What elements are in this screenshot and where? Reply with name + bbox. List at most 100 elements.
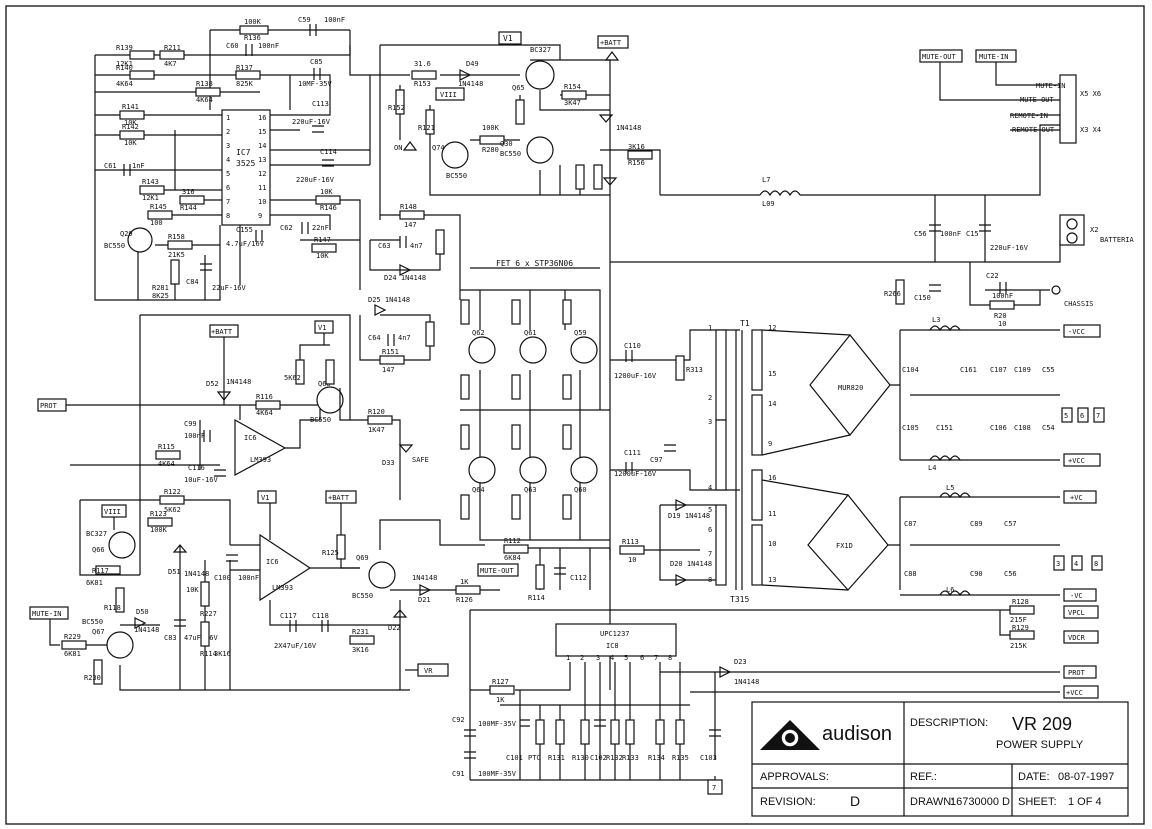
net-vr: VR bbox=[424, 667, 433, 675]
svg-text:C118: C118 bbox=[312, 612, 329, 620]
svg-text:R313: R313 bbox=[686, 366, 703, 374]
svg-text:1: 1 bbox=[566, 654, 570, 662]
svg-text:3: 3 bbox=[596, 654, 600, 662]
svg-text:C15: C15 bbox=[966, 230, 979, 238]
svg-text:Q61: Q61 bbox=[524, 329, 537, 337]
svg-text:R229: R229 bbox=[64, 633, 81, 641]
svg-text:C99: C99 bbox=[184, 420, 197, 428]
svg-text:D24 1N4148: D24 1N4148 bbox=[384, 274, 426, 282]
svg-text:Q74: Q74 bbox=[432, 144, 445, 152]
svg-text:C150: C150 bbox=[914, 294, 931, 302]
ref-label: REF.: bbox=[910, 771, 937, 783]
ic8-part: UPC1237 bbox=[600, 630, 630, 638]
svg-text:2: 2 bbox=[226, 128, 230, 136]
svg-text:Q29: Q29 bbox=[120, 230, 133, 238]
svg-text:3K47: 3K47 bbox=[564, 99, 581, 107]
svg-text:22nF: 22nF bbox=[312, 224, 329, 232]
svg-text:R137: R137 bbox=[236, 64, 253, 72]
net-v1-mid: V1 bbox=[318, 324, 326, 332]
ic7-part: 3525 bbox=[236, 159, 255, 168]
svg-text:1N4148: 1N4148 bbox=[226, 378, 251, 386]
svg-text:R211: R211 bbox=[164, 44, 181, 52]
svg-text:D23: D23 bbox=[734, 658, 747, 666]
svg-text:C116: C116 bbox=[188, 464, 205, 472]
svg-text:7: 7 bbox=[654, 654, 658, 662]
svg-text:100nF: 100nF bbox=[258, 42, 279, 50]
svg-text:10K: 10K bbox=[320, 188, 333, 196]
bridge-mur820: MUR820 bbox=[838, 384, 863, 392]
brand-logo: audison bbox=[760, 720, 892, 750]
svg-text:R158: R158 bbox=[168, 233, 185, 241]
ic7-ref: IC7 bbox=[236, 148, 251, 157]
svg-text:215F: 215F bbox=[1010, 616, 1027, 624]
svg-text:1K: 1K bbox=[496, 696, 505, 704]
svg-text:C100: C100 bbox=[214, 574, 231, 582]
svg-text:6: 6 bbox=[708, 526, 712, 534]
svg-text:R118: R118 bbox=[104, 604, 121, 612]
net-vpcl: VPCL bbox=[1068, 609, 1085, 617]
svg-text:4: 4 bbox=[1074, 560, 1078, 568]
svg-text:R138: R138 bbox=[196, 80, 213, 88]
svg-text:100MF-35V: 100MF-35V bbox=[478, 720, 517, 728]
svg-text:3K16: 3K16 bbox=[352, 646, 369, 654]
svg-text:C56: C56 bbox=[914, 230, 927, 238]
svg-text:R117: R117 bbox=[92, 567, 109, 575]
svg-text:C57: C57 bbox=[1004, 520, 1017, 528]
svg-text:15: 15 bbox=[258, 128, 266, 136]
battery-ref: X2 bbox=[1090, 226, 1098, 234]
svg-text:7: 7 bbox=[712, 784, 716, 792]
svg-text:D22: D22 bbox=[388, 624, 401, 632]
ic6b-part: LM393 bbox=[272, 584, 293, 592]
svg-text:10: 10 bbox=[998, 320, 1006, 328]
sheet-value: 1 OF 4 bbox=[1068, 796, 1102, 808]
approvals-label: APPROVALS: bbox=[760, 771, 829, 783]
svg-text:R122: R122 bbox=[164, 488, 181, 496]
net-vii-mid: VIII bbox=[104, 508, 121, 516]
svg-text:R139: R139 bbox=[116, 44, 133, 52]
svg-text:C85: C85 bbox=[310, 58, 323, 66]
svg-text:13: 13 bbox=[258, 156, 266, 164]
svg-text:C56: C56 bbox=[1004, 570, 1017, 578]
svg-text:1200uF-16V: 1200uF-16V bbox=[614, 470, 657, 478]
svg-text:100nF: 100nF bbox=[184, 432, 205, 440]
svg-text:1N4148: 1N4148 bbox=[184, 570, 209, 578]
l7-label: L7 bbox=[762, 176, 770, 184]
svg-text:2X47uF/16V: 2X47uF/16V bbox=[274, 642, 317, 650]
svg-text:5K62: 5K62 bbox=[284, 374, 301, 382]
svg-text:R129: R129 bbox=[1012, 624, 1029, 632]
svg-text:C87: C87 bbox=[904, 520, 917, 528]
svg-text:2: 2 bbox=[580, 654, 584, 662]
pin-remote-out: REMOTE-OUT bbox=[1012, 126, 1055, 134]
svg-text:R143: R143 bbox=[142, 178, 159, 186]
svg-text:C110: C110 bbox=[624, 342, 641, 350]
svg-text:C90: C90 bbox=[970, 570, 983, 578]
t1-ref: T1 bbox=[740, 319, 750, 328]
svg-text:C60: C60 bbox=[226, 42, 239, 50]
net-pos-vcc: +VCC bbox=[1068, 457, 1085, 465]
svg-text:R266: R266 bbox=[884, 290, 901, 298]
svg-text:C55: C55 bbox=[1042, 366, 1055, 374]
t1-part: T315 bbox=[730, 595, 749, 604]
brand-name: audison bbox=[822, 723, 892, 745]
svg-text:R128: R128 bbox=[1012, 598, 1029, 606]
svg-text:R114: R114 bbox=[200, 650, 217, 658]
svg-text:C105: C105 bbox=[902, 424, 919, 432]
net-neg-vcc: -VCC bbox=[1068, 328, 1085, 336]
svg-text:BC550: BC550 bbox=[82, 618, 103, 626]
net-vdcr: VDCR bbox=[1068, 634, 1086, 642]
svg-text:6K84: 6K84 bbox=[504, 554, 521, 562]
svg-text:4K64: 4K64 bbox=[116, 80, 133, 88]
svg-text:C161: C161 bbox=[960, 366, 977, 374]
l6-label: L6 bbox=[946, 586, 954, 594]
svg-text:5: 5 bbox=[226, 170, 230, 178]
svg-text:10: 10 bbox=[258, 198, 266, 206]
svg-text:R156: R156 bbox=[628, 159, 645, 167]
sheet-label: SHEET: bbox=[1018, 796, 1057, 808]
svg-text:10: 10 bbox=[628, 556, 636, 564]
svg-text:Q30: Q30 bbox=[500, 140, 513, 148]
svg-text:215K: 215K bbox=[1010, 642, 1028, 650]
svg-text:R151: R151 bbox=[382, 348, 399, 356]
svg-text:R114: R114 bbox=[528, 594, 545, 602]
